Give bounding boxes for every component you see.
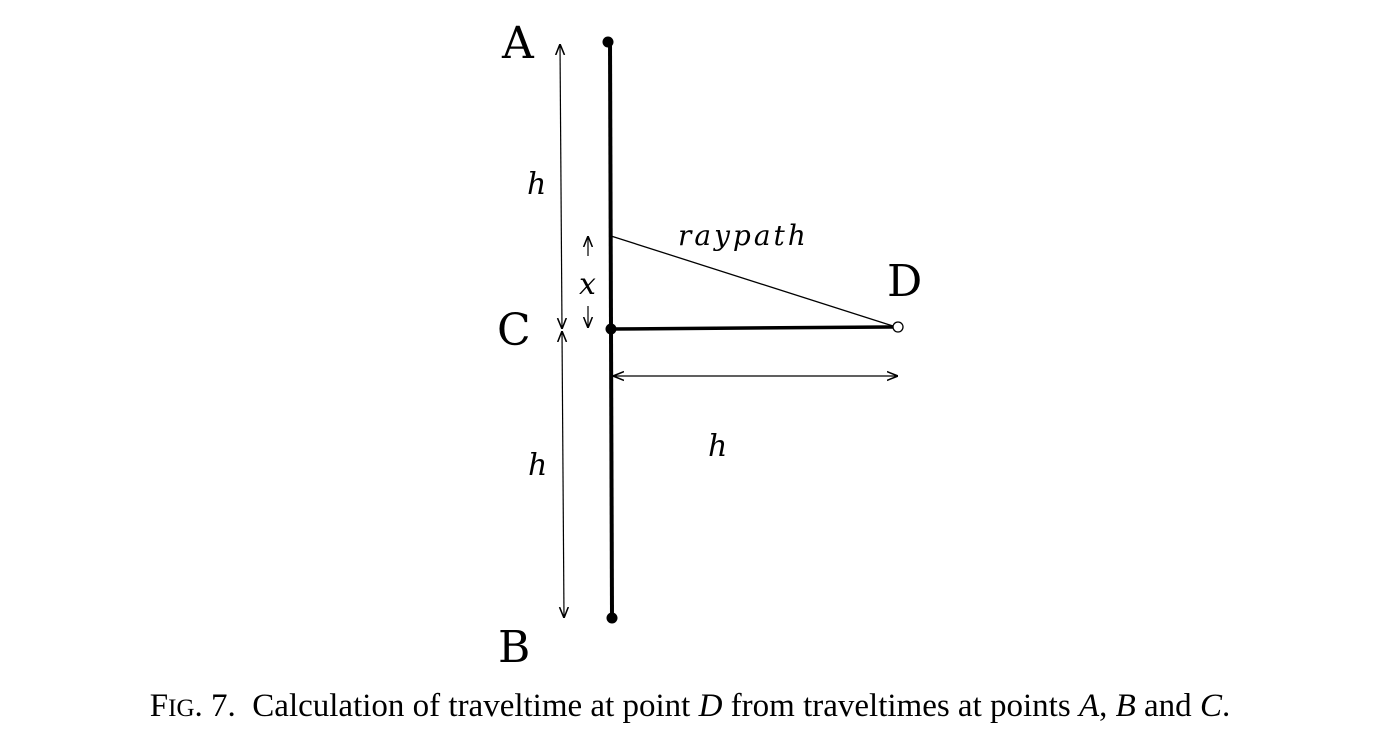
caption-end: . <box>1221 688 1231 724</box>
label-h-horizontal: h <box>708 429 727 464</box>
point-d-marker <box>892 321 904 333</box>
caption-fig-number: . 7. <box>194 688 236 724</box>
dimension-h-bottom <box>562 331 564 618</box>
label-point-c: C <box>497 305 531 356</box>
label-h-bottom: h <box>528 448 547 483</box>
caption-fig-first: F <box>149 688 169 724</box>
caption-fig-rest: IG <box>168 695 195 722</box>
raypath-line <box>610 235 894 327</box>
caption-point-b: B <box>1115 688 1136 724</box>
caption-comma: , <box>1099 688 1116 724</box>
point-a-dot <box>602 36 614 48</box>
caption-point-d: D <box>698 688 723 724</box>
line-cd <box>610 325 894 331</box>
label-point-b: B <box>498 622 530 673</box>
figure-caption: FIG. 7. Calculation of traveltime at poi… <box>0 688 1380 725</box>
label-x: x <box>579 267 596 302</box>
caption-text-3: and <box>1135 688 1200 724</box>
label-point-d: D <box>887 256 922 307</box>
point-b-dot <box>606 612 618 624</box>
caption-text-2: from traveltimes at points <box>722 688 1079 724</box>
caption-text-1: Calculation of traveltime at point <box>252 688 699 724</box>
caption-point-a: A <box>1078 688 1100 724</box>
label-point-a: A <box>501 18 535 69</box>
dimension-h-top <box>560 44 562 329</box>
caption-point-c: C <box>1199 688 1222 724</box>
label-raypath: raypath <box>678 219 809 252</box>
point-c-dot <box>605 323 617 335</box>
label-h-top: h <box>527 167 546 202</box>
